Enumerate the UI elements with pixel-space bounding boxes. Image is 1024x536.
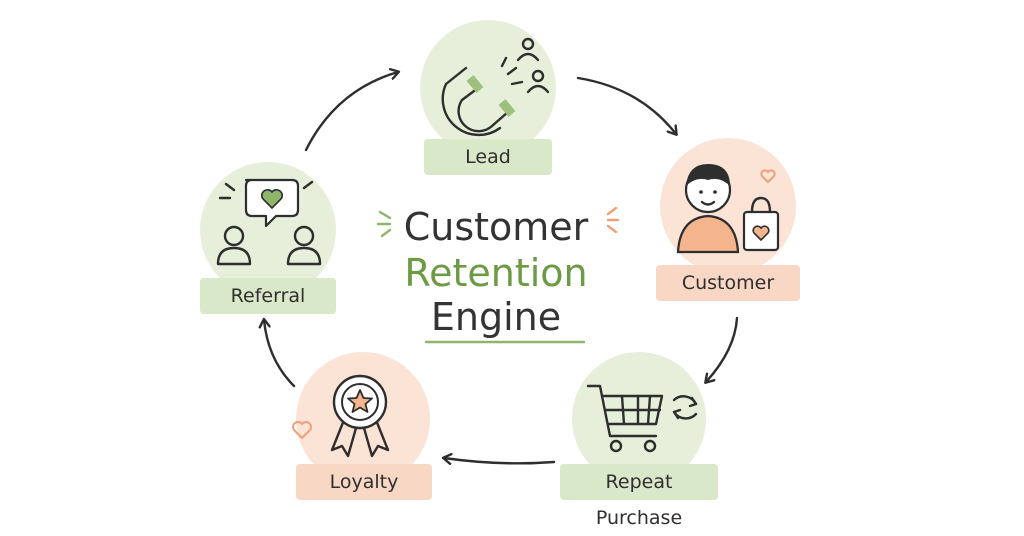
arrow-repeat-purchase-to-loyalty: [444, 458, 556, 463]
person-shopping-bag-icon: [676, 164, 780, 254]
arrow-customer-to-repeat-purchase: [706, 316, 739, 382]
people-chat-heart-icon: [216, 178, 322, 266]
stage-label-loyalty: Loyalty: [296, 464, 432, 500]
arrow-loyalty-to-referral: [264, 320, 296, 388]
title-line-engine: Engine: [430, 295, 562, 339]
sparkle-lines-right-icon: [606, 206, 620, 234]
title-line-retention: Retention: [404, 251, 588, 295]
shopping-cart-icon: [586, 384, 698, 453]
arrow-referral-to-lead: [304, 72, 398, 152]
stage-label-customer: Customer: [656, 265, 800, 301]
magnet-icon: [441, 37, 550, 137]
stage-label-referral: Referral: [200, 278, 336, 314]
title-underline: [424, 340, 586, 344]
award-badge-icon: [292, 374, 390, 458]
title-line-customer: Customer: [403, 205, 589, 249]
stage-label-repeat-purchase: Repeat Purchase: [560, 464, 718, 529]
stage-label-lead: Lead: [424, 139, 552, 175]
sparkle-lines-left-icon: [376, 210, 392, 238]
arrow-lead-to-customer: [576, 76, 676, 134]
